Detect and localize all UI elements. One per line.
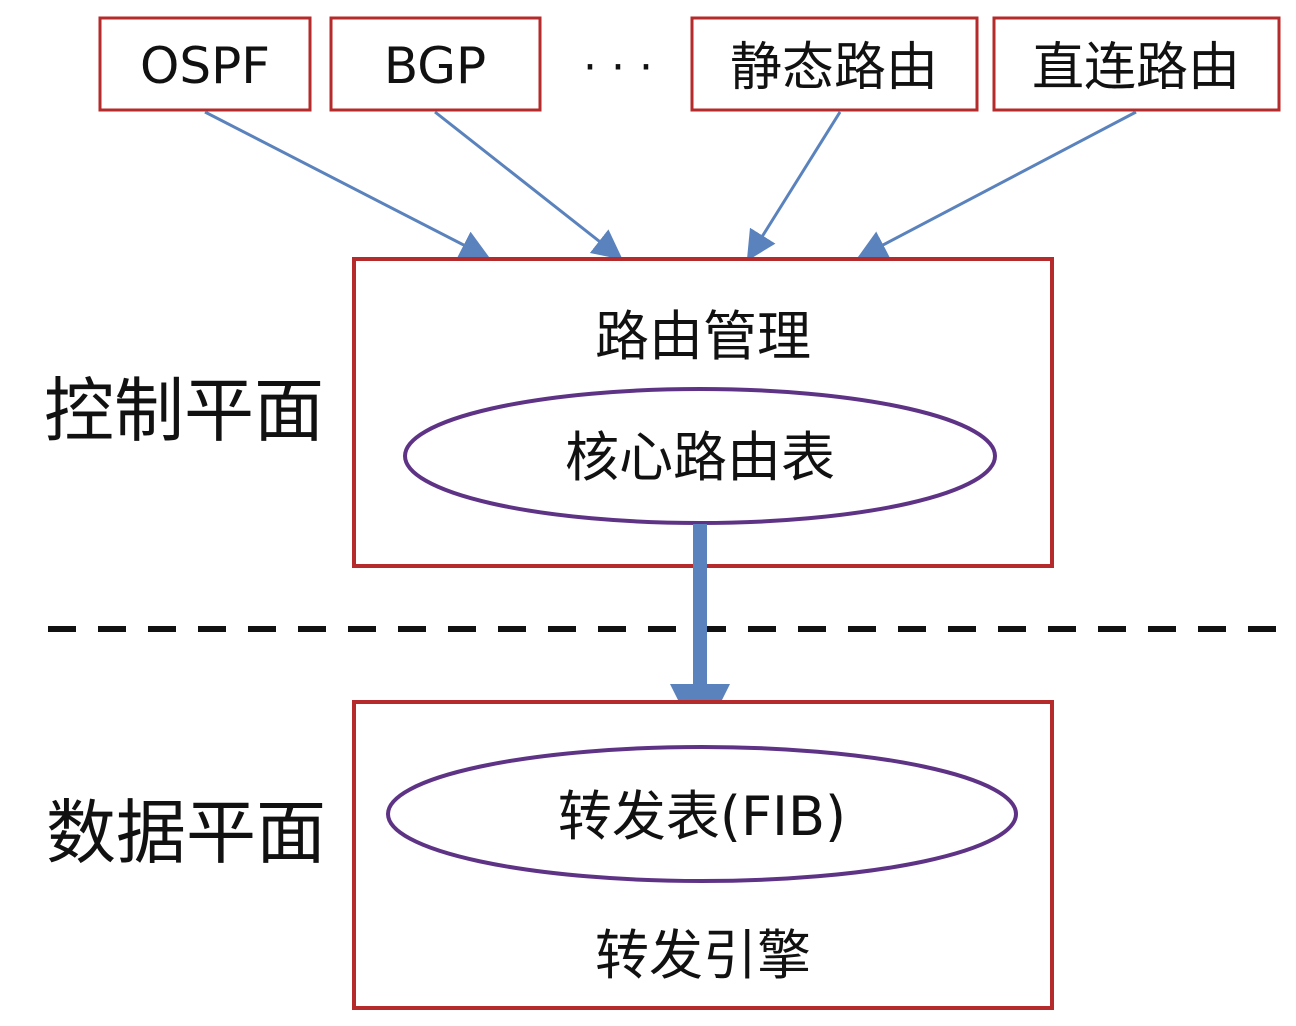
arrow-ospf — [204, 110, 491, 259]
core-routing-table-ellipse — [403, 387, 997, 525]
forwarding-engine-title: 转发引擎 — [595, 924, 811, 987]
source-ospf-label: OSPF — [140, 37, 270, 95]
core-routing-table-label: 核心路由表 — [565, 426, 835, 489]
source-direct-route: 直连路由 — [992, 16, 1281, 112]
source-bgp: BGP — [329, 16, 542, 112]
fib-label: 转发表(FIB) — [558, 785, 846, 848]
source-bgp-label: BGP — [384, 37, 486, 95]
source-ellipsis: · · · — [583, 42, 653, 93]
fib-ellipse — [386, 745, 1018, 883]
source-direct-route-label: 直连路由 — [1032, 38, 1240, 98]
data-plane-label: 数据平面 — [46, 792, 326, 874]
source-ospf: OSPF — [98, 16, 312, 112]
arrow-static-route — [746, 111, 842, 262]
arrow-bgp — [434, 110, 623, 260]
source-static-route: 静态路由 — [690, 16, 979, 112]
arrow-direct-route — [856, 110, 1137, 259]
source-static-route-label: 静态路由 — [730, 38, 938, 98]
route-management-box: 路由管理 核心路由表 — [352, 257, 1054, 568]
forwarding-engine-box: 转发表(FIB) 转发引擎 — [352, 700, 1054, 1010]
route-management-title: 路由管理 — [595, 305, 811, 368]
control-plane-label: 控制平面 — [44, 370, 324, 452]
